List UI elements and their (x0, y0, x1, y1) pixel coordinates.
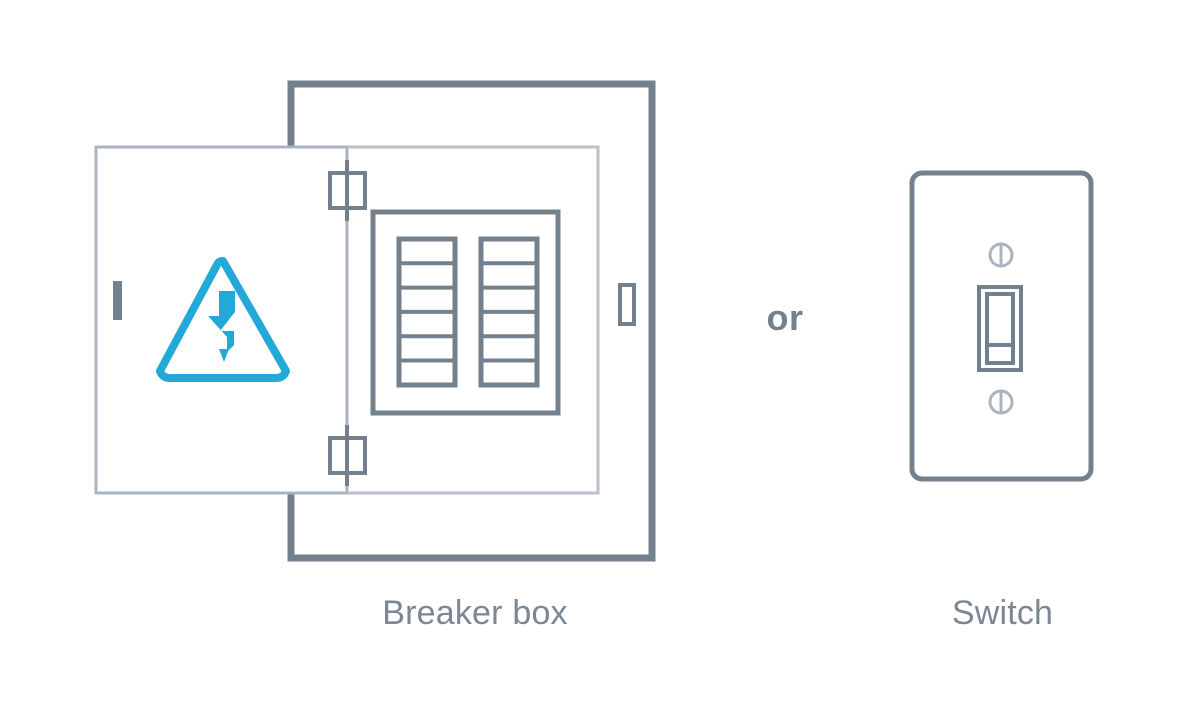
lightning-bolt-icon (208, 291, 235, 352)
switch-toggle[interactable] (977, 285, 1023, 372)
panel-latch[interactable] (618, 283, 636, 326)
or-separator-label: or (766, 297, 804, 338)
breaker-box-caption: Breaker box (382, 594, 568, 632)
screw-bottom (988, 389, 1014, 415)
switch-caption: Switch (951, 594, 1054, 632)
door-handle[interactable] (113, 281, 122, 320)
hinge-bottom (328, 425, 367, 486)
breaker-column-right (478, 236, 540, 388)
breaker-column-left (396, 236, 458, 388)
handle-icon[interactable] (113, 281, 122, 320)
high-voltage-warning-icon (156, 257, 290, 382)
bolt-arrowhead (219, 349, 229, 362)
toggle-lever[interactable] (985, 292, 1015, 365)
latch-icon[interactable] (618, 283, 636, 326)
hinge-top (328, 160, 367, 221)
screw-top (988, 242, 1014, 268)
